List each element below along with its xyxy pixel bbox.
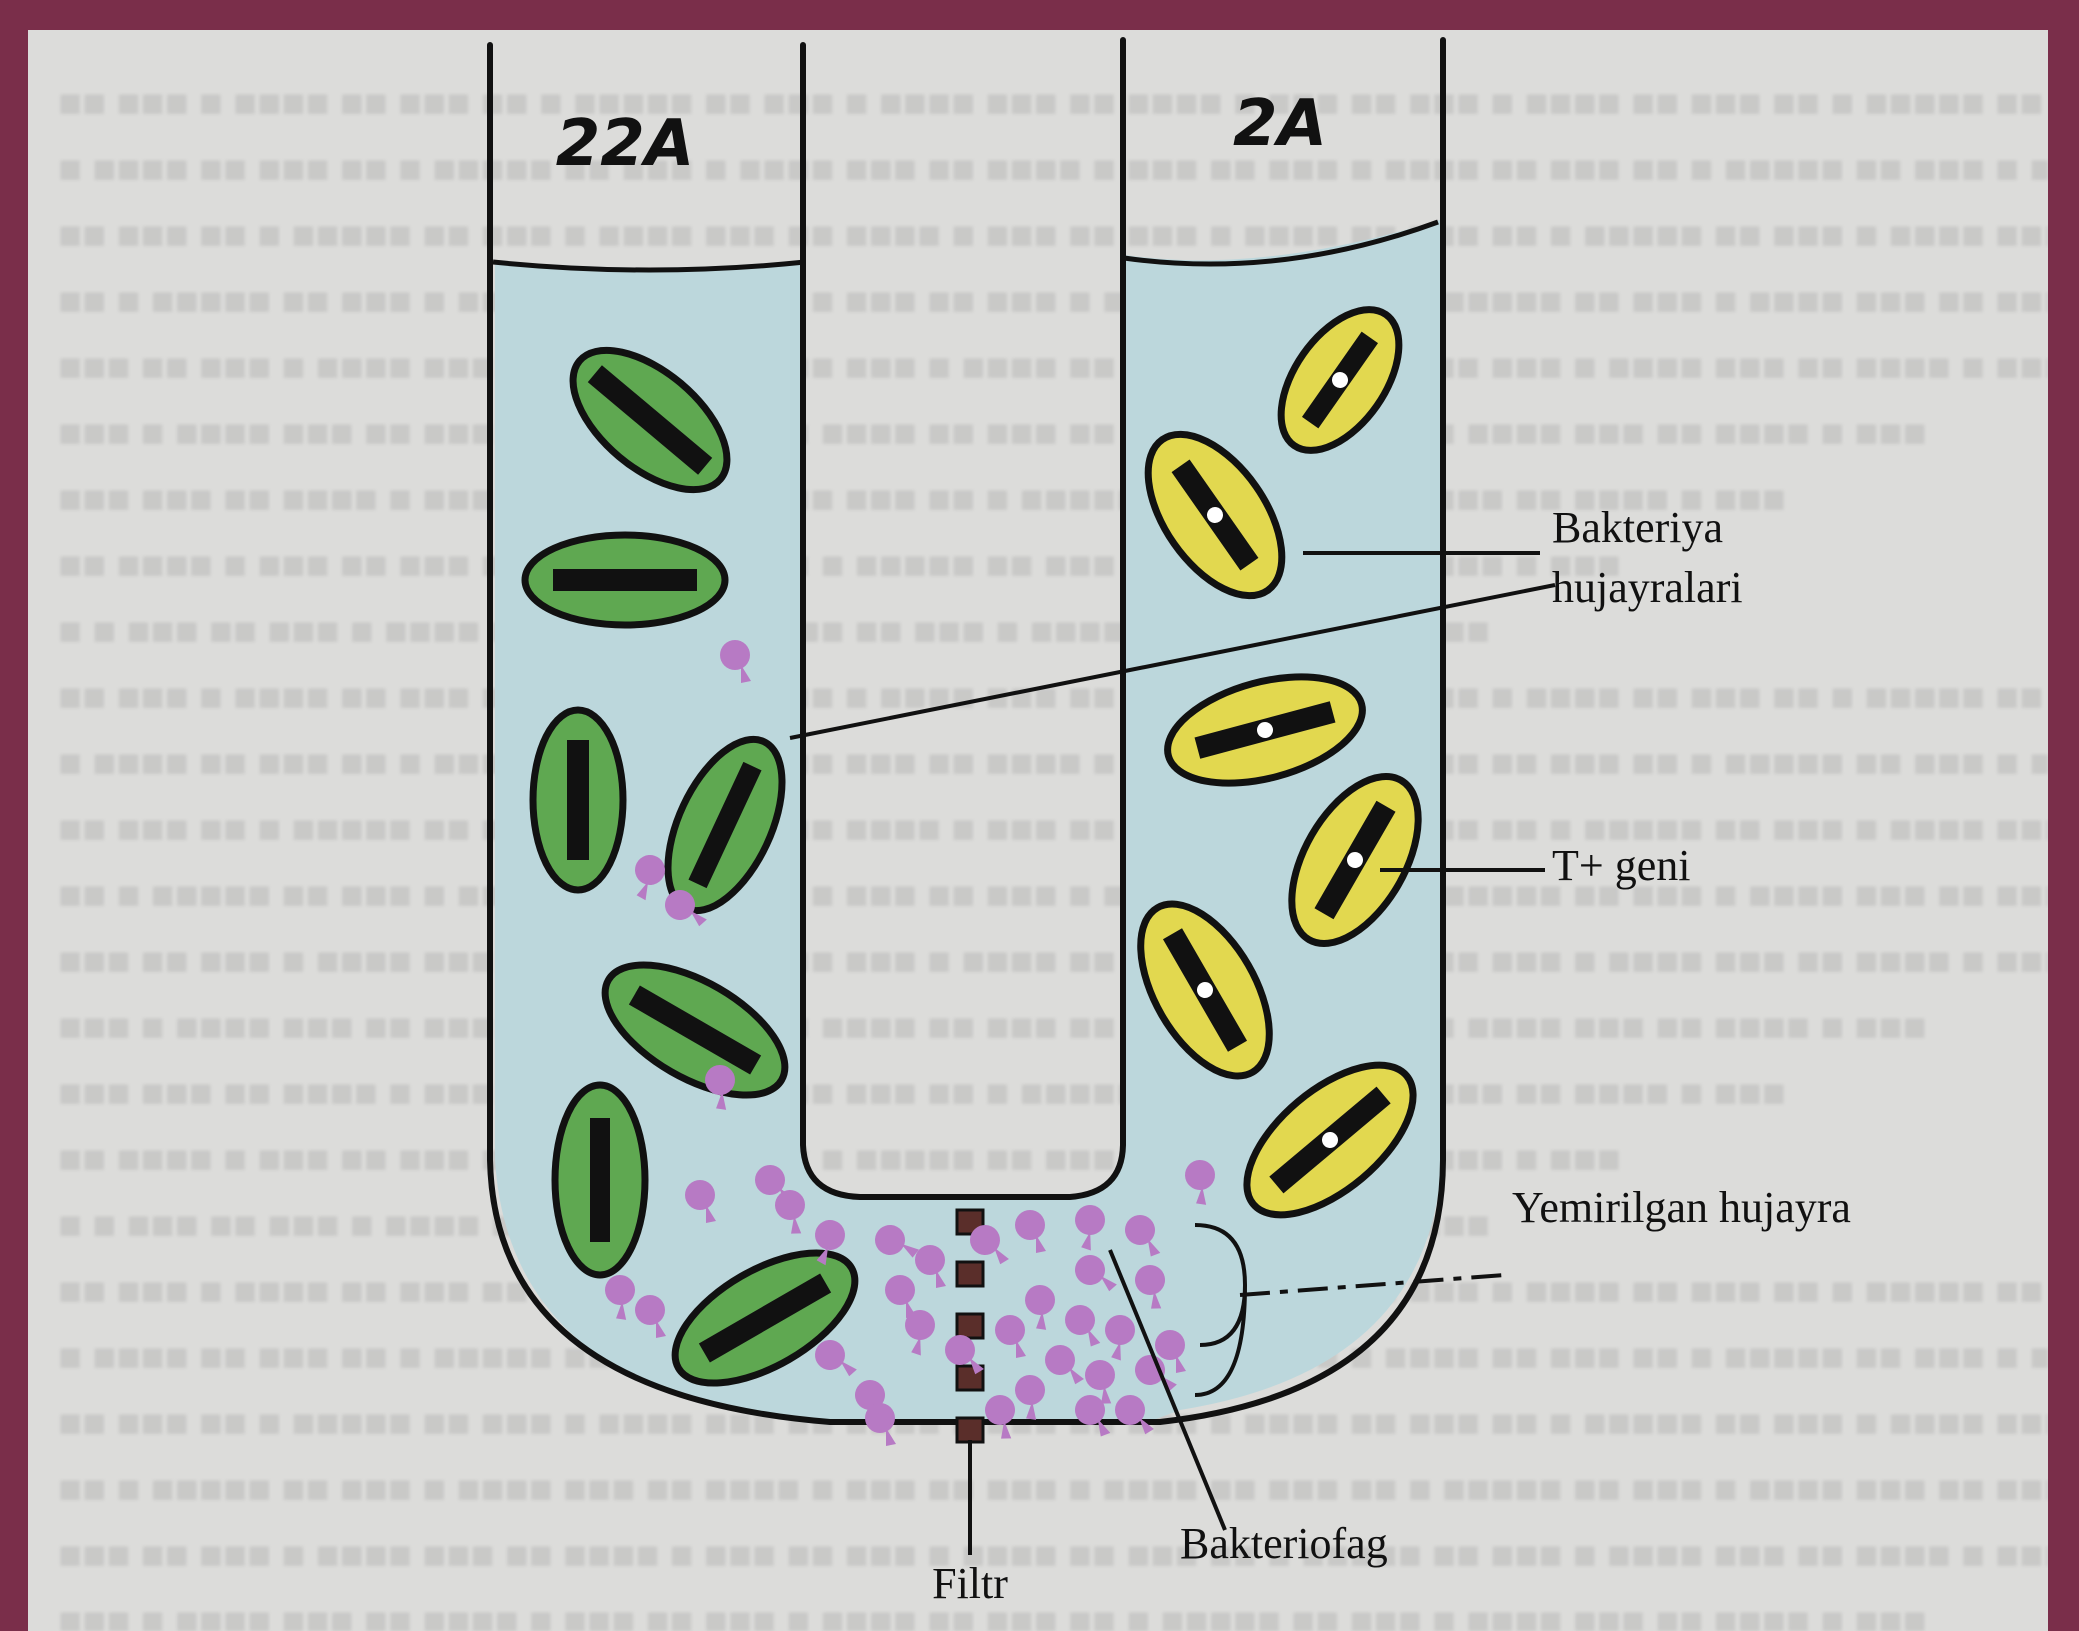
bacteria-cells-label-line1: Bakteriya [1552,503,1723,552]
t-gene-label: T+ geni [1552,841,1690,890]
bacteriophage [865,1403,896,1446]
right-tube-label: 2A [1233,87,1327,161]
bacteria-cells-label-line2: hujayralari [1552,563,1743,612]
bacteriophage-label: Bakteriofag [1180,1519,1388,1568]
filter-label: Filtr [932,1559,1008,1608]
left-tube-label: 22A [556,107,695,181]
lysed-cell-label: Yemirilgan hujayra [1512,1183,1851,1232]
